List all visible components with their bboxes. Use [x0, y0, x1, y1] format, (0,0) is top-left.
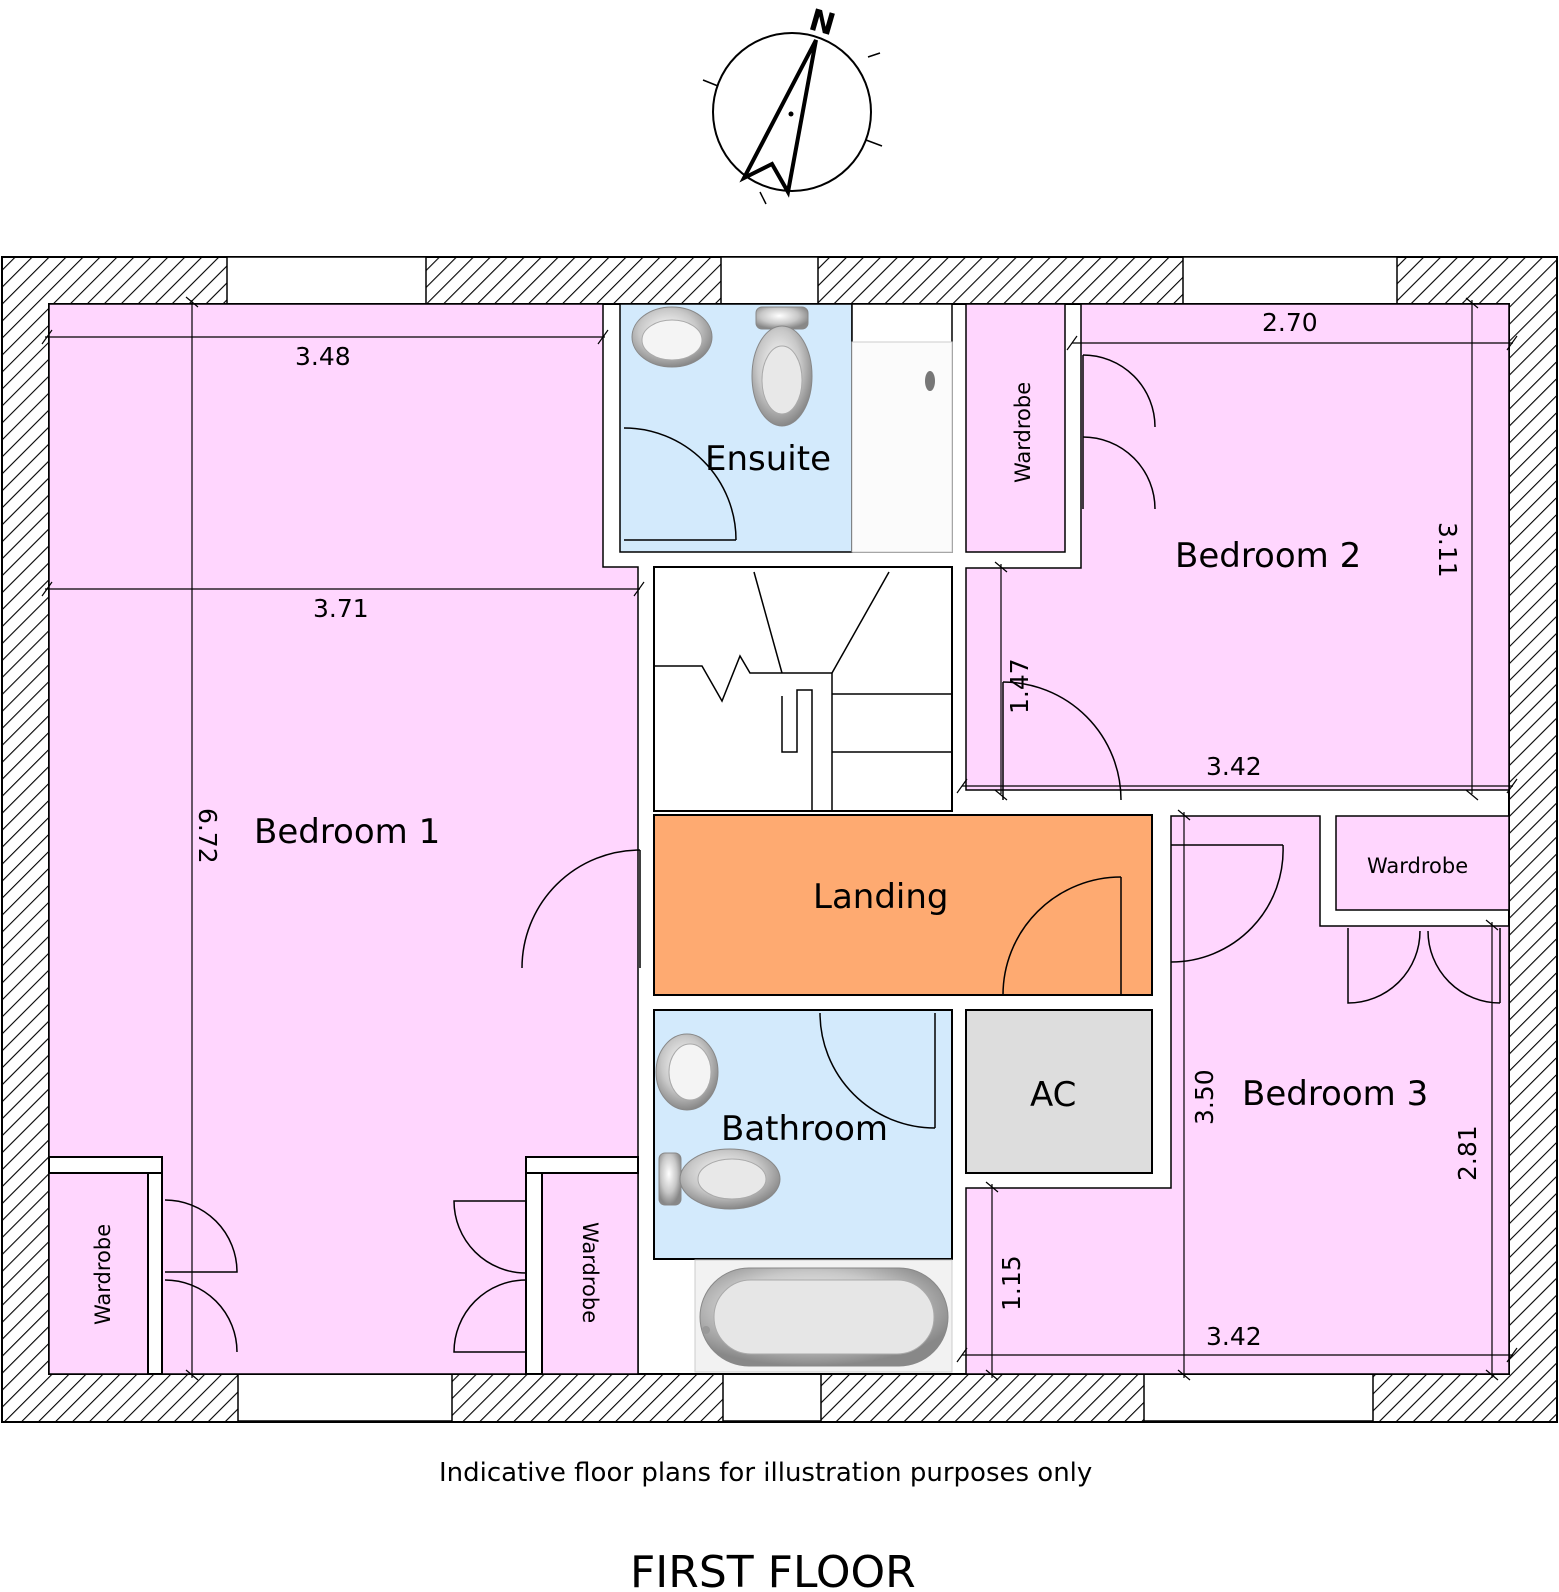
bathroom-basin: [655, 1033, 719, 1111]
dim-bed1-width: 3.71: [313, 594, 369, 623]
doors: [164, 354, 1501, 1353]
disclaimer: Indicative floor plans for illustration …: [439, 1458, 1092, 1488]
dim-bed1-width-top: 3.48: [295, 342, 351, 371]
bathtub: [699, 1267, 949, 1367]
dim-bed3-width: 3.42: [1206, 1322, 1262, 1351]
landing-label: Landing: [813, 877, 949, 917]
dim-bed2-width-bottom: 3.42: [1206, 752, 1262, 781]
dim-bed3-alcove: 1.15: [997, 1255, 1026, 1311]
compass-north-label: N: [805, 3, 839, 44]
bedroom-2-wardrobe-label: Wardrobe: [1011, 382, 1035, 483]
ac-label: AC: [1030, 1075, 1076, 1115]
dim-bed2-width-top: 2.70: [1262, 308, 1318, 337]
bedroom-1-wardrobe-left: [48, 1172, 149, 1375]
bedroom-3-label: Bedroom 3: [1242, 1074, 1428, 1114]
bedroom-1-label: Bedroom 1: [254, 812, 440, 852]
ac-cupboard: [965, 1009, 1153, 1174]
ensuite-label: Ensuite: [705, 439, 831, 479]
stair-treads: [654, 571, 952, 811]
bathroom-label: Bathroom: [721, 1109, 888, 1149]
bedroom-3-wardrobe: [1335, 815, 1510, 911]
floor-title: FIRST FLOOR: [630, 1547, 916, 1592]
wardrobe-walls: [48, 1156, 639, 1375]
ensuite-toilet: [751, 306, 813, 427]
bedroom-3-wardrobe-label: Wardrobe: [1367, 854, 1468, 878]
staircase: [653, 566, 953, 812]
bedroom-1-wardrobe-right-label: Wardrobe: [578, 1222, 602, 1323]
dimension-ticks: [41, 296, 1518, 1381]
dim-bed3-length: 3.50: [1190, 1069, 1219, 1125]
dim-bed2-recess: 1.47: [1005, 658, 1034, 714]
dimension-lines: [45, 300, 1513, 1378]
bathroom-toilet: [658, 1148, 781, 1210]
bedroom-2-area: [965, 303, 1510, 791]
dim-bed3-recess: 2.81: [1453, 1125, 1482, 1181]
compass: N: [702, 3, 883, 205]
bedroom-1-wardrobe-left-label: Wardrobe: [91, 1224, 115, 1325]
ensuite-basin: [631, 306, 713, 368]
landing-area: [653, 814, 1153, 996]
dim-bed1-length: 6.72: [193, 808, 222, 864]
dim-bed2-length: 3.11: [1433, 522, 1462, 578]
bedroom-2-label: Bedroom 2: [1175, 536, 1361, 576]
compass-needle: [739, 39, 818, 198]
bedroom-2-wardrobe: [965, 303, 1066, 553]
bedroom-3-area: [965, 815, 1510, 1375]
windows: [226, 256, 1398, 1422]
